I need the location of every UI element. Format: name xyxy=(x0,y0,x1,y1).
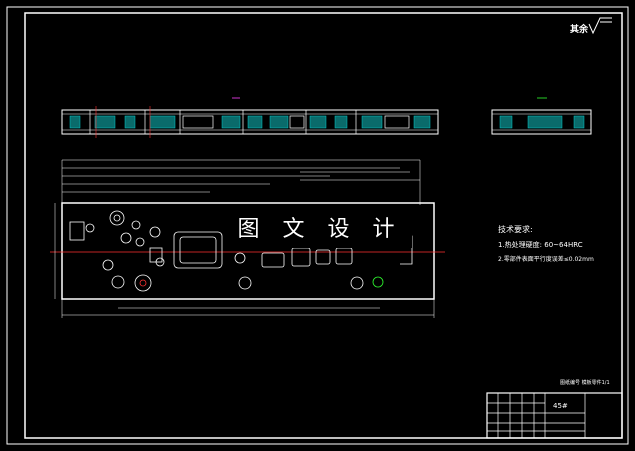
title-block-note: 图纸编号 模板零件1/1 xyxy=(560,380,610,386)
main-plan-view xyxy=(50,159,445,318)
technical-requirement-2: 2.零部件表面平行度误差≤0.02mm xyxy=(498,256,594,263)
material-label: 45# xyxy=(553,402,568,410)
drawing-border-outer xyxy=(6,6,629,445)
roughness-label: 其余 xyxy=(570,25,589,35)
side-view-strip xyxy=(491,97,592,135)
watermark: 图 文 设 计 xyxy=(228,206,412,248)
top-view-strip xyxy=(61,97,439,138)
technical-requirement-1: 1.热处理硬度: 60~64HRC xyxy=(498,241,583,249)
drawing-border-inner xyxy=(24,12,623,439)
roughness-symbol xyxy=(588,17,612,35)
title-block xyxy=(486,392,623,439)
technical-requirements-title: 技术要求: xyxy=(498,225,533,234)
